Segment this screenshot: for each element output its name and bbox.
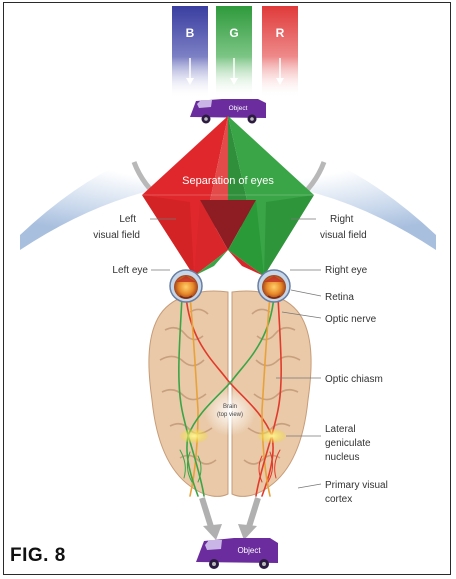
label-right-eye: Right eye (325, 265, 368, 276)
beam-letter-b: B (186, 26, 195, 40)
brain-label-line2: (top view) (217, 412, 243, 418)
label-right-visual-field-2: visual field (320, 230, 367, 241)
left-eye (170, 270, 202, 302)
red-beam: R (262, 6, 298, 98)
label-left-visual-field-1: Left (119, 214, 136, 225)
lgn-right (258, 429, 286, 443)
separation-of-eyes-label: Separation of eyes (182, 175, 274, 187)
object-label-bottom: Object (237, 546, 261, 555)
lgn-left (180, 429, 208, 443)
brain: Brain (top view) (149, 291, 311, 496)
label-lgn-3: nucleus (325, 452, 359, 463)
bottom-arrows (202, 498, 258, 540)
label-pvc-2: cortex (325, 494, 352, 505)
label-optic-nerve: Optic nerve (325, 314, 377, 325)
brain-label-line1: Brain (223, 404, 237, 410)
label-left-visual-field-2: visual field (93, 230, 140, 241)
green-beam: G (216, 6, 252, 98)
figure-label: FIG. 8 (10, 545, 66, 567)
label-pvc-1: Primary visual (325, 480, 388, 491)
beam-letter-g: G (229, 26, 238, 40)
label-left-eye: Left eye (112, 265, 148, 276)
label-lgn-2: geniculate (325, 438, 371, 449)
object-van-bottom: Object (196, 538, 278, 569)
label-retina: Retina (325, 292, 354, 303)
object-label-top: Object (229, 105, 248, 112)
label-right-visual-field-1: Right (330, 214, 354, 225)
label-optic-chiasm: Optic chiasm (325, 374, 383, 385)
right-eye (258, 270, 290, 302)
label-lgn-1: Lateral (325, 424, 356, 435)
blue-beam: B (172, 6, 208, 98)
beam-letter-r: R (276, 26, 285, 40)
